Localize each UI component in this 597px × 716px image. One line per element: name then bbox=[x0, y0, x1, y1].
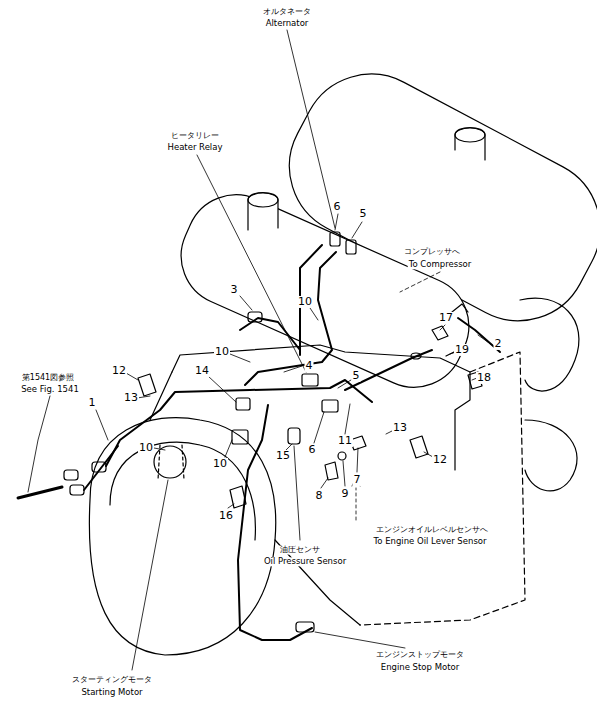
connector bbox=[411, 353, 421, 359]
part-label: エンジンオイルレベルセンサへ bbox=[375, 526, 489, 535]
connector-plug bbox=[18, 487, 62, 498]
bolt-8 bbox=[325, 462, 338, 480]
alternator-terminal bbox=[330, 232, 340, 246]
clip-3 bbox=[248, 312, 262, 322]
washer-9 bbox=[338, 452, 346, 460]
fan-blade bbox=[525, 420, 577, 491]
part-label: 油圧センサ bbox=[279, 546, 321, 555]
part-label: スターティングモータ bbox=[71, 676, 153, 685]
callout-number: 14 bbox=[194, 365, 210, 377]
starting-motor-axis bbox=[158, 445, 184, 480]
stop-motor-connector bbox=[296, 622, 314, 632]
callout-number: 10 bbox=[297, 296, 313, 308]
starting-motor-pinion bbox=[154, 446, 186, 478]
wire-harness-1b bbox=[84, 446, 118, 490]
part-label: To Compressor bbox=[408, 260, 473, 269]
callout-number: 6 bbox=[308, 444, 317, 456]
part-label: コンプレッサへ bbox=[403, 248, 461, 257]
part-label: Heater Relay bbox=[167, 143, 224, 152]
callout-number: 19 bbox=[454, 344, 470, 356]
callout-number: 10 bbox=[212, 458, 228, 470]
tank-cap bbox=[455, 128, 485, 161]
muffler-pipe bbox=[248, 193, 278, 231]
callout-number: 1 bbox=[88, 397, 97, 409]
muffler-pipe-top bbox=[248, 193, 278, 207]
callout-number: 12 bbox=[111, 365, 127, 377]
part-label: Starting Motor bbox=[80, 688, 143, 697]
connector bbox=[70, 485, 84, 495]
callout-number: 9 bbox=[341, 488, 350, 500]
wire-stop-motor bbox=[238, 405, 312, 640]
wire-3 bbox=[240, 318, 300, 350]
name-leaders bbox=[28, 30, 440, 670]
bolt-12 bbox=[410, 436, 428, 458]
connector bbox=[64, 470, 78, 480]
oil-pressure-sensor bbox=[288, 428, 300, 444]
wire-harness-1 bbox=[106, 380, 372, 466]
callout-number: 13 bbox=[392, 422, 408, 434]
callout-number: 12 bbox=[432, 454, 448, 466]
callout-number: 4 bbox=[305, 360, 314, 372]
callout-number: 7 bbox=[353, 474, 362, 486]
part-label: ヒータリレー bbox=[170, 132, 220, 141]
oil-pan bbox=[275, 540, 360, 625]
relay-bracket bbox=[322, 400, 338, 412]
tank-cap-top bbox=[455, 128, 485, 142]
flywheel-housing bbox=[89, 418, 275, 655]
part-label: オルタネータ bbox=[262, 8, 312, 17]
callout-number: 2 bbox=[494, 338, 503, 350]
callout-number: 5 bbox=[359, 208, 368, 220]
part-label: Oil Pressure Sensor bbox=[263, 557, 347, 566]
callout-number: 15 bbox=[275, 450, 291, 462]
callout-number: 13 bbox=[123, 392, 139, 404]
clip-17 bbox=[432, 326, 448, 340]
part-label: 第1541図参照 bbox=[21, 374, 75, 383]
callout-number: 10 bbox=[214, 346, 230, 358]
muffler-outline bbox=[165, 179, 485, 403]
callout-number: 10 bbox=[138, 442, 154, 454]
callout-number: 6 bbox=[333, 201, 342, 213]
clamp-14 bbox=[236, 398, 250, 410]
part-label: エンジンストップモータ bbox=[375, 651, 465, 660]
fan-blade bbox=[520, 298, 579, 391]
part-label: Alternator bbox=[265, 19, 310, 28]
heater-relay bbox=[302, 374, 318, 386]
alternator-terminal bbox=[346, 240, 356, 254]
callout-number: 17 bbox=[438, 312, 454, 324]
housing-rim bbox=[110, 442, 255, 540]
callout-number: 3 bbox=[230, 284, 239, 296]
part-label: Engine Stop Motor bbox=[380, 663, 460, 672]
bolt-12 bbox=[138, 374, 156, 396]
wire-compressor bbox=[345, 350, 432, 390]
callout-number: 5 bbox=[352, 370, 361, 382]
callout-number: 18 bbox=[476, 372, 492, 384]
part-label: See Fig. 1541 bbox=[20, 385, 80, 394]
engine-block-hidden bbox=[360, 352, 525, 625]
callout-number: 16 bbox=[218, 510, 234, 522]
callout-number: 8 bbox=[315, 490, 324, 502]
terminal-2 bbox=[452, 304, 468, 312]
callout-leaders bbox=[96, 214, 492, 508]
part-label: To Engine Oil Lever Sensor bbox=[372, 537, 487, 546]
callout-number: 11 bbox=[337, 435, 353, 447]
clamp bbox=[232, 430, 248, 444]
